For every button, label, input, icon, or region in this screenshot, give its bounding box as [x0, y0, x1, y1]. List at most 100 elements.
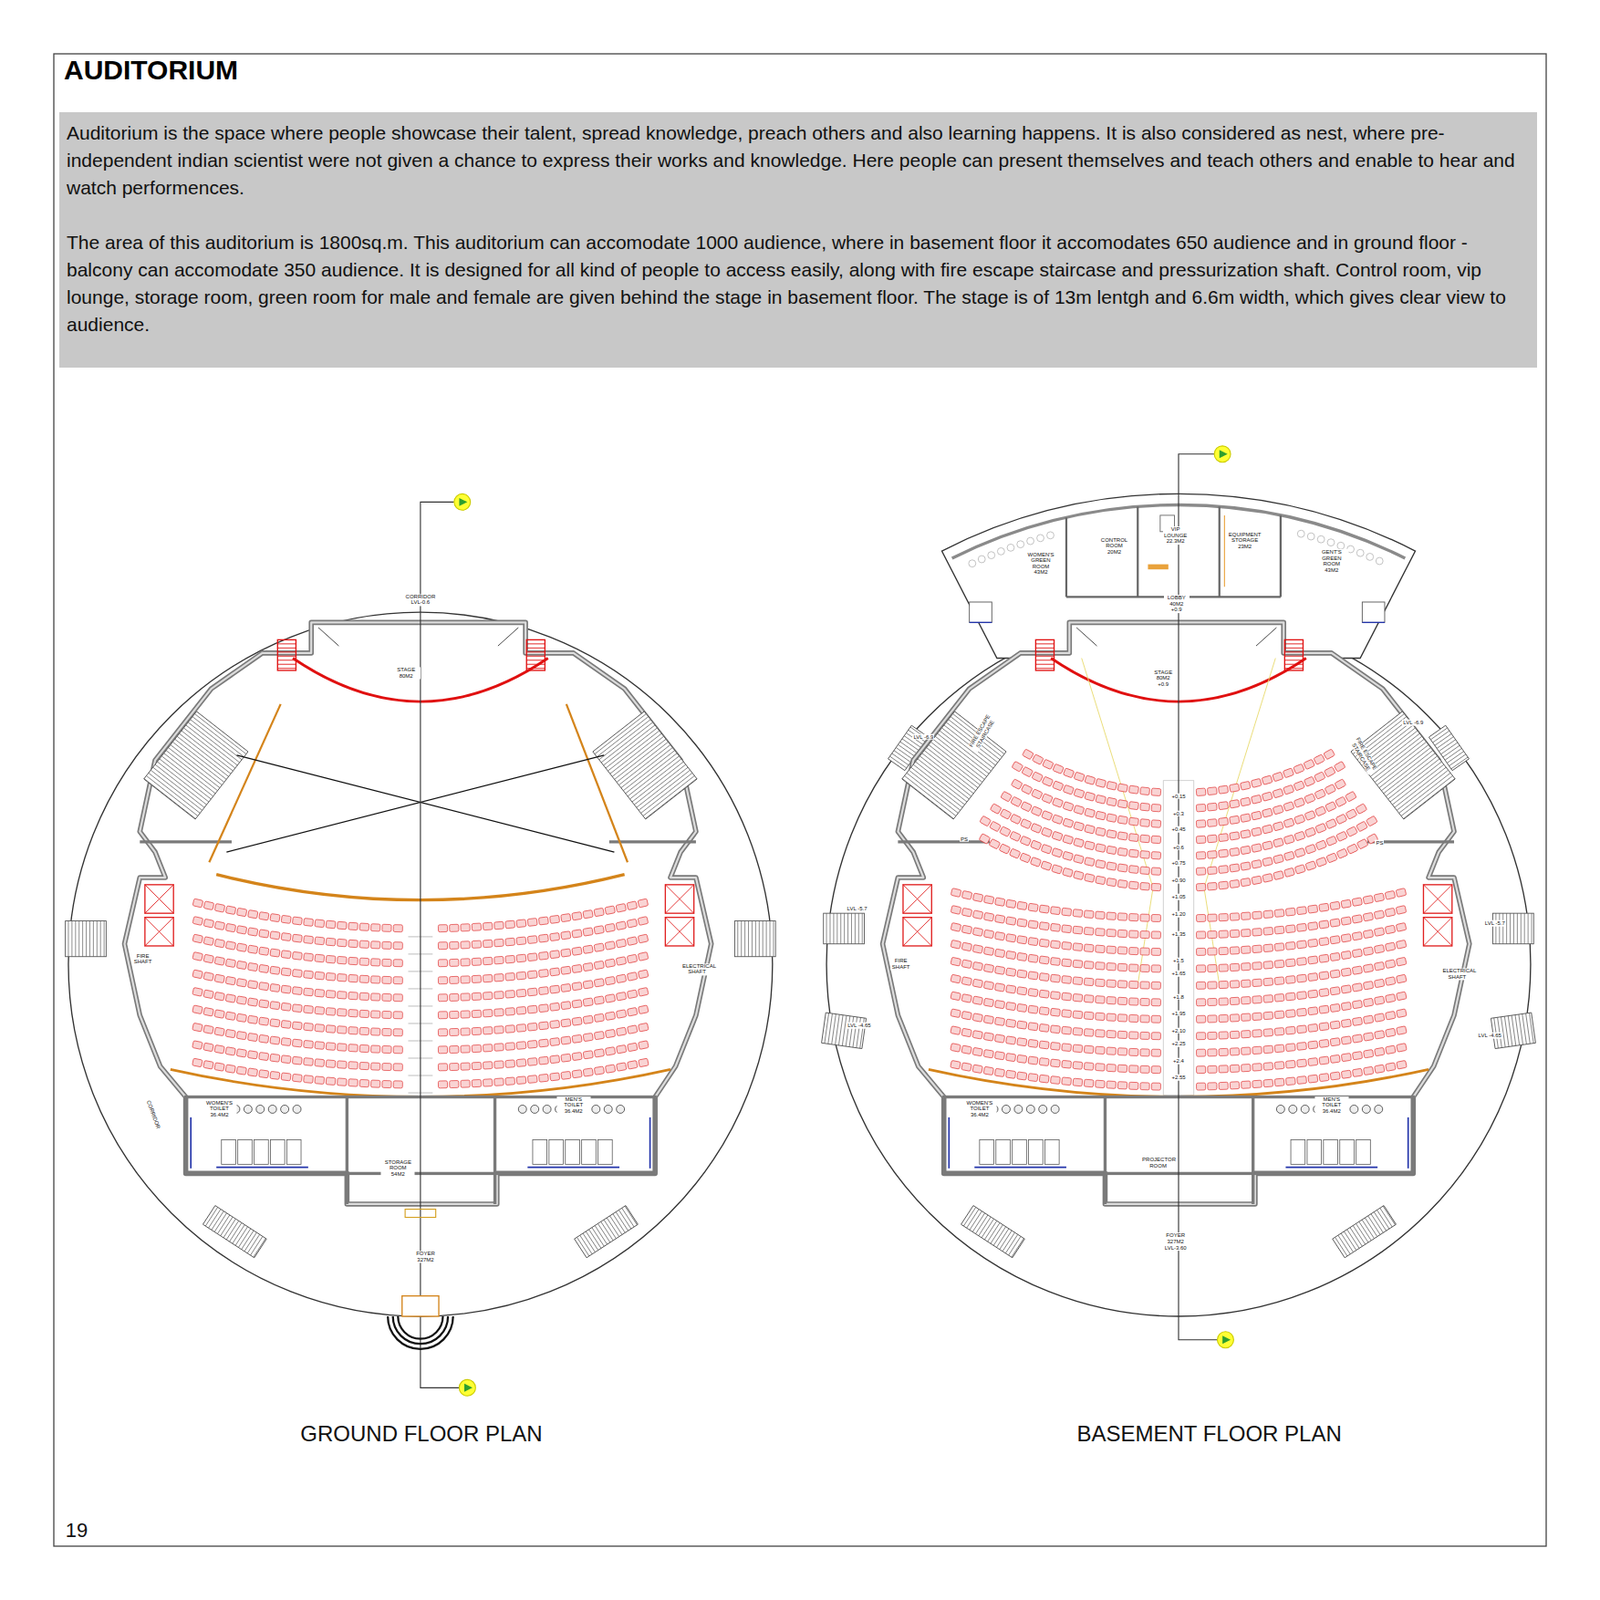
seat [516, 1059, 527, 1068]
stair-tread [1381, 750, 1433, 791]
stair-tread [1372, 738, 1424, 780]
seat [1274, 909, 1285, 918]
seat [1095, 996, 1106, 1005]
seat [1195, 883, 1206, 891]
lift-cross [664, 917, 694, 946]
seat [248, 927, 259, 936]
seat [1151, 947, 1161, 956]
stair-tread [1511, 1015, 1517, 1046]
seat [1051, 814, 1063, 825]
stair-tread [155, 764, 207, 805]
seat [1095, 1046, 1106, 1055]
seat [1038, 1023, 1050, 1032]
seat [1083, 1011, 1094, 1020]
seat [516, 1024, 527, 1033]
seat [539, 1073, 550, 1082]
seat [192, 1005, 203, 1015]
seat [393, 1080, 403, 1089]
seat [1229, 831, 1240, 841]
stair-tread [148, 772, 200, 813]
seat [1240, 928, 1251, 936]
seat [571, 1017, 582, 1026]
seat [1038, 1074, 1050, 1083]
seat [1324, 784, 1336, 795]
lift-cross [1423, 917, 1452, 946]
stair-tread [183, 727, 235, 769]
seat [1329, 952, 1341, 961]
seat [1229, 997, 1239, 1005]
lift-cross [903, 884, 932, 914]
seat [1061, 958, 1072, 967]
stair-outline [902, 711, 1007, 820]
seat [1010, 796, 1023, 808]
seat [1049, 974, 1060, 983]
seat [1207, 1065, 1217, 1073]
seat [627, 1007, 638, 1017]
seat [270, 931, 281, 940]
seat [995, 931, 1006, 940]
stage-step [526, 667, 545, 669]
seat [1263, 1079, 1274, 1088]
seat [1072, 943, 1083, 952]
seat [1020, 801, 1032, 812]
seat [1207, 1031, 1217, 1039]
seat [972, 893, 983, 903]
floor-plan [65, 493, 777, 1396]
seat [1017, 969, 1028, 978]
seat [1251, 843, 1262, 853]
seat [983, 964, 994, 974]
seat [482, 939, 493, 947]
seat [203, 936, 214, 946]
seat [1129, 1048, 1139, 1056]
seat [1006, 1052, 1017, 1061]
stair-tread [1401, 775, 1453, 816]
stage-step [1284, 664, 1303, 665]
seat [1285, 1043, 1296, 1052]
toilet-wall [649, 1117, 652, 1169]
plan-label: WOMEN'S GREEN ROOM 43M2 [1024, 550, 1059, 575]
seat [1351, 931, 1362, 940]
page-border [53, 53, 1547, 1547]
seat [1072, 925, 1083, 935]
seat [582, 945, 593, 954]
seat [359, 957, 369, 966]
wc-stall [1290, 1140, 1306, 1165]
seat [1308, 922, 1319, 931]
seat [1272, 821, 1284, 832]
seat [994, 966, 1005, 975]
seat [994, 1051, 1005, 1060]
seat [382, 958, 392, 967]
stair-hatch [1490, 1012, 1536, 1049]
seat [615, 974, 626, 984]
seat [236, 1030, 247, 1039]
seat [382, 993, 392, 1001]
seat [1285, 1077, 1296, 1086]
seat [1351, 999, 1362, 1008]
seat [1206, 802, 1217, 811]
seat [1319, 987, 1330, 997]
lift [1423, 917, 1452, 946]
seat [1308, 1040, 1319, 1050]
seat [225, 976, 236, 986]
seat [1218, 1081, 1228, 1090]
seat [1195, 931, 1206, 939]
seat [1351, 966, 1362, 975]
seat [505, 955, 516, 964]
stair-tread [854, 913, 856, 945]
seat [1072, 1027, 1083, 1036]
seat [616, 1062, 627, 1071]
seat [1117, 997, 1127, 1005]
stair-tread [740, 921, 742, 957]
building-wall [883, 622, 1470, 1205]
seat [1051, 797, 1063, 808]
seat [192, 1040, 203, 1050]
seat [550, 1072, 561, 1081]
seat [1308, 955, 1319, 965]
seat [1273, 854, 1285, 864]
seat [1385, 1028, 1396, 1038]
seat [359, 975, 369, 983]
stair-tread [67, 921, 69, 957]
stair-tread [71, 921, 73, 957]
stair-tread [911, 767, 963, 808]
